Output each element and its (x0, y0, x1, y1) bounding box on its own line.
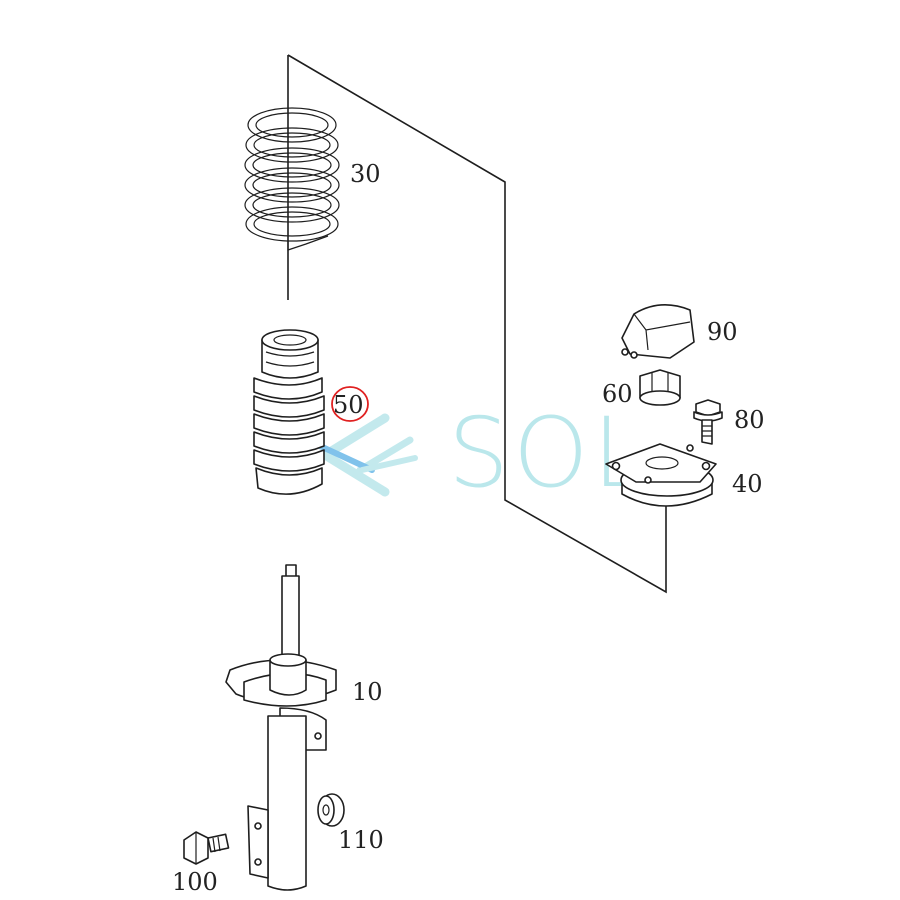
callout-90: 90 (707, 318, 738, 346)
callout-10: 10 (352, 678, 383, 706)
callout-60: 60 (602, 380, 633, 408)
callout-100: 100 (172, 868, 218, 896)
strut-mount (605, 443, 717, 507)
top-cap (621, 304, 695, 359)
rubber-bushing (317, 793, 345, 827)
callout-110: 110 (338, 826, 384, 854)
chevron-logo-icon (315, 413, 418, 497)
coil-spring (244, 107, 340, 251)
callout-80: 80 (734, 406, 765, 434)
panel-frame (287, 54, 667, 594)
watermark: SOL (315, 397, 650, 509)
lower-bolt (183, 831, 230, 865)
flange-nut (639, 369, 681, 406)
strut-assembly (225, 564, 337, 891)
upper-bolt (693, 399, 723, 445)
callout-40: 40 (732, 470, 763, 498)
watermark-text: SOL (448, 397, 650, 509)
bump-stop (253, 329, 325, 495)
callout-50[interactable]: 50 (333, 391, 364, 419)
highlight-circle (331, 386, 369, 422)
callout-30: 30 (350, 160, 381, 188)
